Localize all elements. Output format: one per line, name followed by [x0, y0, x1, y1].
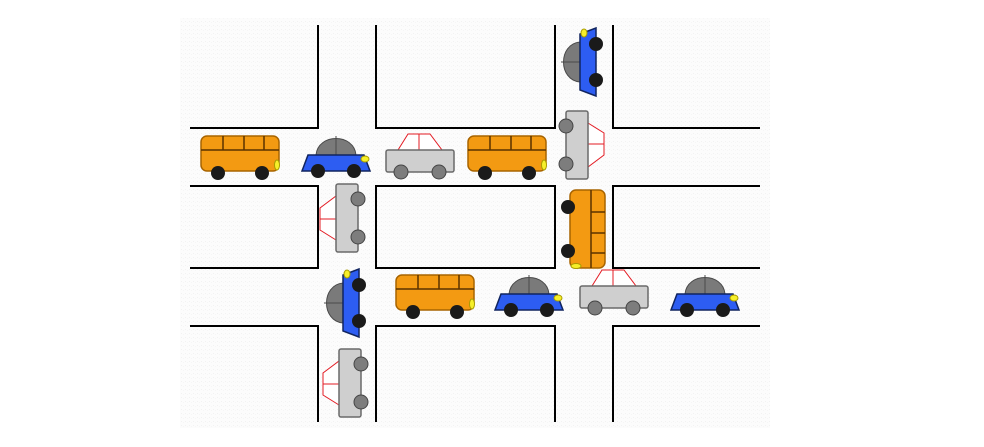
bus-wheel-rear: [478, 166, 492, 180]
car-wheel-rear: [558, 118, 574, 134]
bus-wheel-front: [450, 305, 464, 319]
car-wheel-rear: [352, 314, 366, 328]
car-wheel-front: [350, 191, 366, 207]
car-wheel-front: [540, 303, 554, 317]
block-middle-center: [375, 185, 556, 269]
car-headlight: [729, 294, 739, 302]
bus-wheel-rear: [211, 166, 225, 180]
bus-vehicle[interactable]: [467, 135, 547, 180]
bus-wheel-rear: [561, 200, 575, 214]
car-wheel-rear: [680, 303, 694, 317]
blue-car-vehicle[interactable]: [300, 136, 372, 178]
car-wheel-front: [353, 356, 369, 372]
car-headlight: [553, 294, 563, 302]
bus-body: [395, 274, 475, 311]
bus-headlight: [541, 159, 547, 171]
bus-headlight: [570, 263, 582, 269]
bus-body: [467, 135, 547, 172]
grey-car-vehicle[interactable]: [579, 269, 649, 316]
bus-headlight: [469, 298, 475, 310]
car-wheel-rear: [350, 229, 366, 245]
car-wheel-front: [589, 37, 603, 51]
car-wheel-rear: [587, 300, 603, 316]
car-wheel-front: [347, 164, 361, 178]
block-top-left: [190, 25, 319, 129]
car-headlight: [360, 155, 370, 163]
grey-car-vehicle[interactable]: [558, 110, 605, 180]
road-surface: [180, 18, 770, 428]
car-wheel-rear: [504, 303, 518, 317]
car-wheel-rear: [589, 73, 603, 87]
car-headlight: [580, 28, 588, 38]
block-bottom-right: [612, 325, 760, 422]
bus-wheel-front: [561, 244, 575, 258]
vehicles-layer: [200, 26, 741, 418]
blue-car-vehicle[interactable]: [669, 275, 741, 317]
bus-wheel-rear: [406, 305, 420, 319]
block-middle-right: [612, 185, 760, 269]
bus-vehicle[interactable]: [200, 135, 280, 180]
block-bottom-left: [190, 325, 319, 422]
bus-wheel-front: [522, 166, 536, 180]
city-blocks: [190, 25, 760, 422]
block-top-right: [612, 25, 760, 129]
car-wheel-front: [625, 300, 641, 316]
car-wheel-front: [431, 164, 447, 180]
bus-wheel-front: [255, 166, 269, 180]
bus-headlight: [274, 159, 280, 171]
block-middle-left: [190, 185, 319, 269]
bus-body: [569, 189, 606, 269]
blue-car-vehicle[interactable]: [493, 275, 565, 317]
car-headlight: [343, 269, 351, 279]
bus-vehicle[interactable]: [395, 274, 475, 319]
car-wheel-front: [558, 156, 574, 172]
car-wheel-rear: [353, 394, 369, 410]
grey-car-vehicle[interactable]: [385, 133, 455, 180]
blue-car-vehicle[interactable]: [324, 267, 366, 339]
grey-car-vehicle[interactable]: [319, 183, 366, 253]
block-top-middle: [375, 25, 556, 129]
bus-body: [200, 135, 280, 172]
grey-car-vehicle[interactable]: [322, 348, 369, 418]
car-wheel-front: [716, 303, 730, 317]
block-bottom-middle: [375, 325, 556, 422]
blue-car-vehicle[interactable]: [561, 26, 603, 98]
bus-vehicle[interactable]: [561, 189, 606, 269]
car-wheel-front: [352, 278, 366, 292]
car-wheel-rear: [311, 164, 325, 178]
car-wheel-rear: [393, 164, 409, 180]
